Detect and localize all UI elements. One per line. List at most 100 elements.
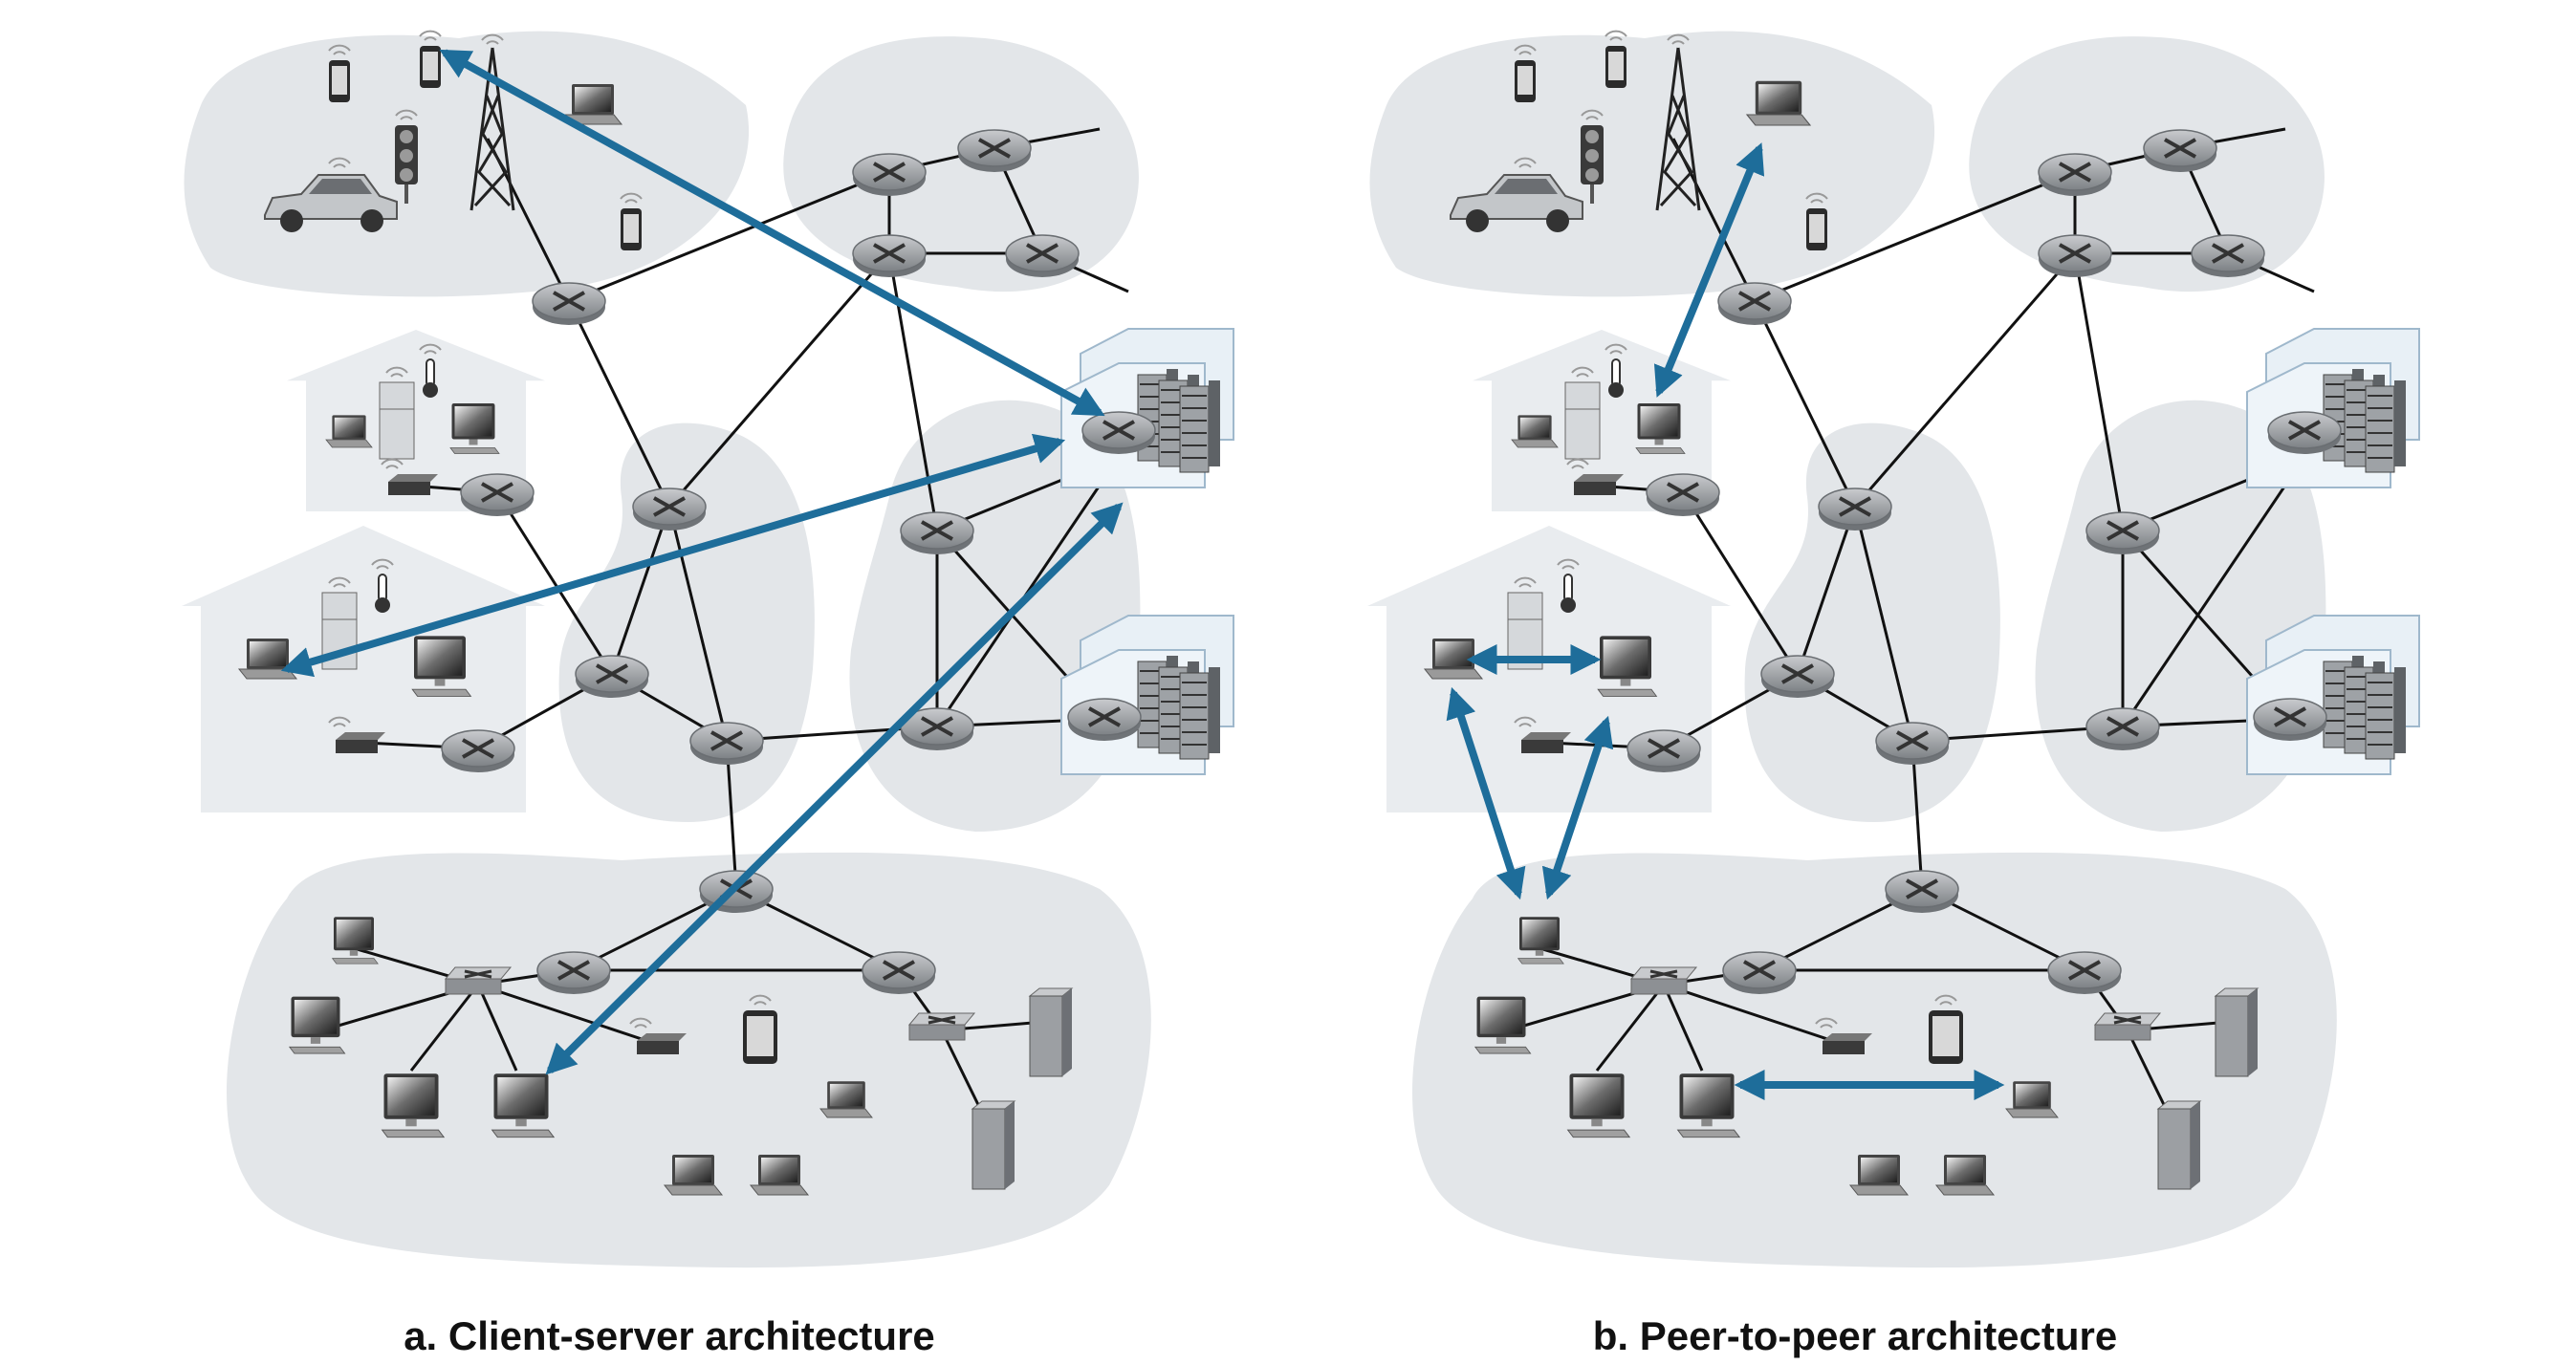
desktop-icon	[491, 1073, 556, 1138]
router-icon	[2038, 153, 2112, 196]
car-icon	[264, 157, 398, 232]
laptop-icon	[325, 415, 373, 448]
network-link	[1595, 984, 1666, 1072]
switch-icon	[2093, 1012, 2162, 1041]
caption-client-server: a. Client-server architecture	[404, 1313, 935, 1358]
router-icon	[2143, 129, 2217, 172]
network-link	[1663, 983, 1837, 1044]
router-icon	[1005, 234, 1080, 277]
phone-icon	[1805, 192, 1828, 250]
communication-arrow	[1446, 686, 1526, 900]
router-icon	[2267, 411, 2342, 454]
network-link	[1662, 984, 1704, 1072]
modem-icon	[328, 716, 385, 753]
router-icon	[2047, 951, 2122, 994]
router-icon	[460, 473, 535, 516]
peer-to-peer-arrows	[1446, 142, 2005, 1100]
communication-arrow	[1541, 715, 1614, 900]
network-link	[409, 984, 480, 1072]
phone-icon	[1514, 44, 1537, 102]
router-icon	[536, 951, 611, 994]
network-link	[1681, 491, 1800, 675]
network-link	[1853, 252, 2077, 508]
laptop-icon	[562, 84, 623, 125]
network-link	[2126, 1029, 2172, 1119]
tablet-icon	[1929, 994, 1963, 1064]
phone-icon	[328, 44, 351, 102]
enterprise-network-cloud	[227, 852, 1151, 1268]
communication-arrow	[545, 502, 1124, 1075]
router-icon	[1081, 411, 1156, 454]
laptop-icon	[1511, 415, 1559, 448]
thermometer-icon	[419, 343, 442, 398]
router-icon	[632, 488, 707, 531]
switch-icon	[907, 1012, 976, 1041]
laptop-icon	[1934, 1155, 1996, 1196]
cell-tower-icon	[1655, 33, 1701, 211]
router-icon	[1067, 698, 1142, 741]
desktop-icon	[381, 1073, 446, 1138]
router-icon	[900, 511, 974, 554]
router-icon	[2085, 707, 2160, 750]
network-link	[476, 984, 518, 1072]
router-icon	[1626, 729, 1701, 772]
data-center-icon	[1060, 615, 1234, 775]
tower-server-icon	[1028, 987, 1074, 1077]
desktop-icon	[1517, 917, 1564, 964]
laptop-icon	[663, 1155, 724, 1196]
desktop-icon	[1676, 1073, 1741, 1138]
router-icon	[957, 129, 1032, 172]
router-icon	[862, 951, 936, 994]
laptop-icon	[1745, 80, 1812, 126]
enterprise-network-cloud	[1412, 852, 2337, 1268]
network-link	[1853, 506, 1914, 742]
desktop-icon	[288, 996, 346, 1054]
tower-server-icon	[971, 1100, 1016, 1190]
client-server-arrows	[280, 49, 1124, 1075]
switch-icon	[444, 966, 513, 995]
tower-server-icon	[2156, 1100, 2202, 1190]
network-link	[2121, 456, 2306, 727]
desktop-icon	[1474, 996, 1532, 1054]
modem-icon	[1815, 1017, 1872, 1054]
router-icon	[2253, 698, 2327, 741]
phone-icon	[419, 30, 442, 88]
router-icon	[1717, 282, 1792, 325]
router-icon	[852, 234, 927, 277]
router-icon	[2191, 234, 2265, 277]
thermometer-icon	[1605, 343, 1627, 398]
router-icon	[1760, 655, 1835, 698]
router-icon	[1818, 488, 1892, 531]
peer-to-peer-panel	[1367, 30, 2420, 1268]
traffic-light-icon	[395, 109, 418, 204]
router-icon	[1885, 870, 1959, 913]
router-icon	[1875, 722, 1950, 765]
tower-server-icon	[2214, 987, 2259, 1077]
router-icon	[575, 655, 649, 698]
server-rack-icon	[2365, 667, 2406, 760]
caption-peer-to-peer: b. Peer-to-peer architecture	[1592, 1313, 2118, 1358]
network-link	[1910, 740, 1924, 890]
network-link	[1796, 506, 1857, 675]
router-icon	[689, 722, 764, 765]
data-center-icon	[2246, 328, 2420, 488]
router-icon	[2038, 234, 2112, 277]
router-icon	[532, 282, 606, 325]
server-rack-icon	[2365, 380, 2406, 473]
phone-icon	[1605, 30, 1627, 88]
communication-arrow	[439, 49, 1105, 417]
laptop-icon	[819, 1081, 873, 1118]
data-center-icon	[2246, 615, 2420, 775]
network-link	[2073, 252, 2125, 531]
server-rack-icon	[1179, 380, 1220, 473]
desktop-icon	[1635, 403, 1686, 454]
router-icon	[2085, 511, 2160, 554]
switch-icon	[1629, 966, 1698, 995]
network-link	[567, 300, 671, 508]
communication-arrow	[1653, 142, 1765, 398]
router-icon	[441, 729, 515, 772]
laptop-icon	[2005, 1081, 2059, 1118]
network-link	[1754, 170, 2076, 303]
thermometer-icon	[1557, 558, 1580, 613]
